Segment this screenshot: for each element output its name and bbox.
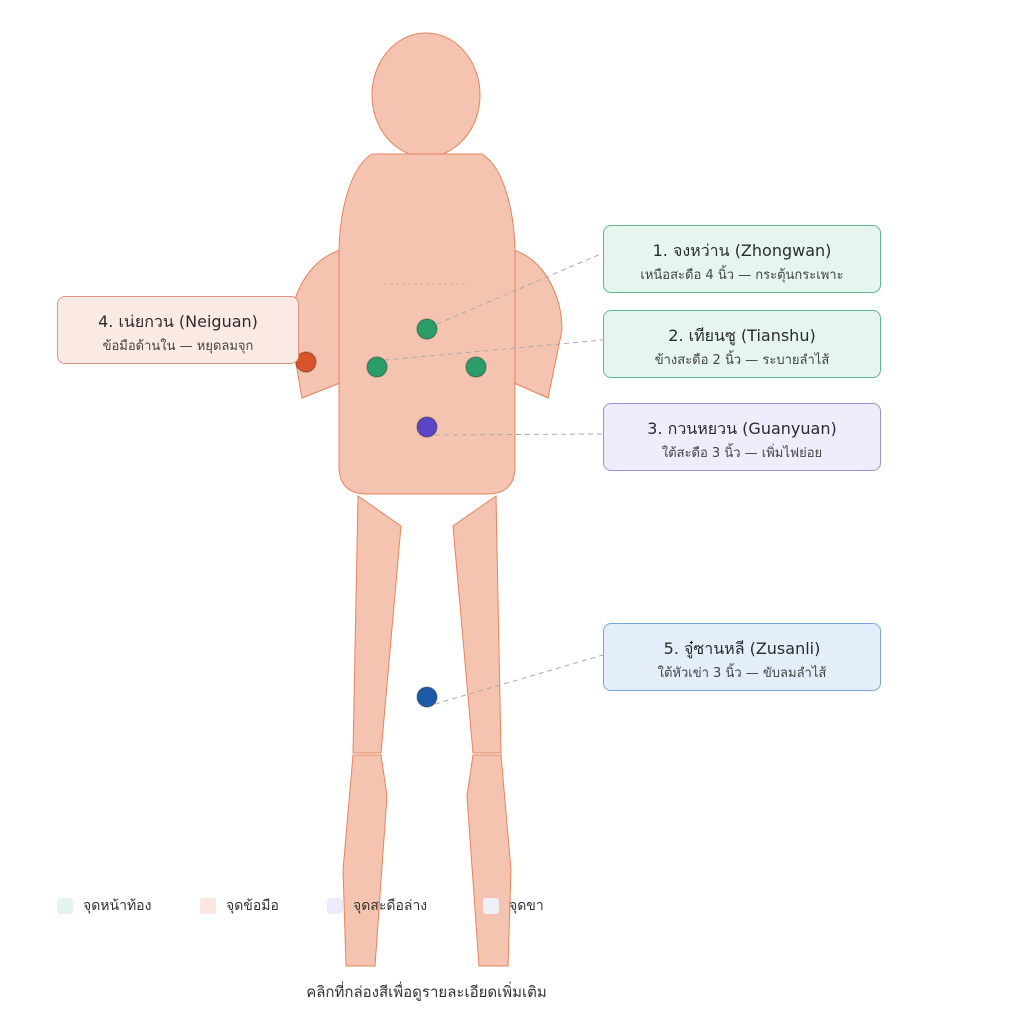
callout-title: 3. กวนหยวน (Guanyuan) <box>647 419 837 438</box>
marker-tianshu-right[interactable] <box>366 356 388 378</box>
legend-label: จุดข้อมือ <box>226 898 279 914</box>
legend-swatch <box>200 898 216 914</box>
leader-lines <box>384 252 604 705</box>
legend-label: จุดสะดือล่าง <box>353 898 428 914</box>
callout-description: ข้อมือด้านใน — หยุดลมจุก <box>102 339 254 354</box>
left-lower-leg <box>466 754 512 967</box>
legend-item-abdomen[interactable]: จุดหน้าท้อง <box>57 896 151 916</box>
caption: คลิกที่กล่องสีเพื่อดูรายละเอียดเพิ่มเติม <box>306 983 547 1001</box>
marker-neiguan[interactable] <box>295 351 317 373</box>
legend-label: จุดขา <box>509 898 544 914</box>
leader-tianshu <box>384 339 604 361</box>
callout-neiguan[interactable]: 4. เน่ยกวน (Neiguan) ข้อมือด้านใน — หยุด… <box>57 296 299 364</box>
leader-zhongwan <box>436 252 604 325</box>
callout-title: 1. จงหว่าน (Zhongwan) <box>652 241 832 260</box>
callout-tianshu[interactable]: 2. เทียนซู (Tianshu) ข้างสะดือ 2 นิ้ว — … <box>603 310 881 378</box>
body-figure <box>289 32 563 967</box>
callout-zusanli[interactable]: 5. จู๋ซานหลี (Zusanli) ใต้หัวเข่า 3 นิ้ว… <box>603 623 881 691</box>
left-upper-leg <box>452 495 502 754</box>
marker-zhongwan[interactable] <box>416 318 438 340</box>
callout-description: ใต้สะดือ 3 นิ้ว — เพิ่มไฟย่อย <box>661 446 823 461</box>
callout-description: เหนือสะดือ 4 นิ้ว — กระตุ้นกระเพาะ <box>640 268 844 283</box>
legend-swatch <box>57 898 73 914</box>
marker-guanyuan[interactable] <box>416 416 438 438</box>
right-lower-leg <box>342 754 388 967</box>
legend-swatch <box>483 898 499 914</box>
leader-guanyuan <box>434 433 604 436</box>
callout-title: 2. เทียนซู (Tianshu) <box>668 326 816 345</box>
callout-guanyuan[interactable]: 3. กวนหยวน (Guanyuan) ใต้สะดือ 3 นิ้ว — … <box>603 403 881 471</box>
marker-zusanli[interactable] <box>416 686 438 708</box>
marker-tianshu-left[interactable] <box>465 356 487 378</box>
callout-title: 5. จู๋ซานหลี (Zusanli) <box>663 639 821 658</box>
legend-item-lower-navel[interactable]: จุดสะดือล่าง <box>327 896 427 916</box>
leader-zusanli <box>434 654 604 705</box>
callout-zhongwan[interactable]: 1. จงหว่าน (Zhongwan) เหนือสะดือ 4 นิ้ว … <box>603 225 881 293</box>
callout-title: 4. เน่ยกวน (Neiguan) <box>98 312 258 331</box>
legend-item-leg[interactable]: จุดขา <box>483 896 544 916</box>
legend-item-wrist[interactable]: จุดข้อมือ <box>200 896 279 916</box>
right-upper-leg <box>352 495 402 754</box>
head <box>371 32 481 158</box>
left-arm <box>513 249 563 399</box>
callout-description: ใต้หัวเข่า 3 นิ้ว — ขับลมลำไส้ <box>657 666 827 681</box>
legend-swatch <box>327 898 343 914</box>
callout-description: ข้างสะดือ 2 นิ้ว — ระบายลำไส้ <box>654 353 830 368</box>
legend-label: จุดหน้าท้อง <box>83 898 152 914</box>
